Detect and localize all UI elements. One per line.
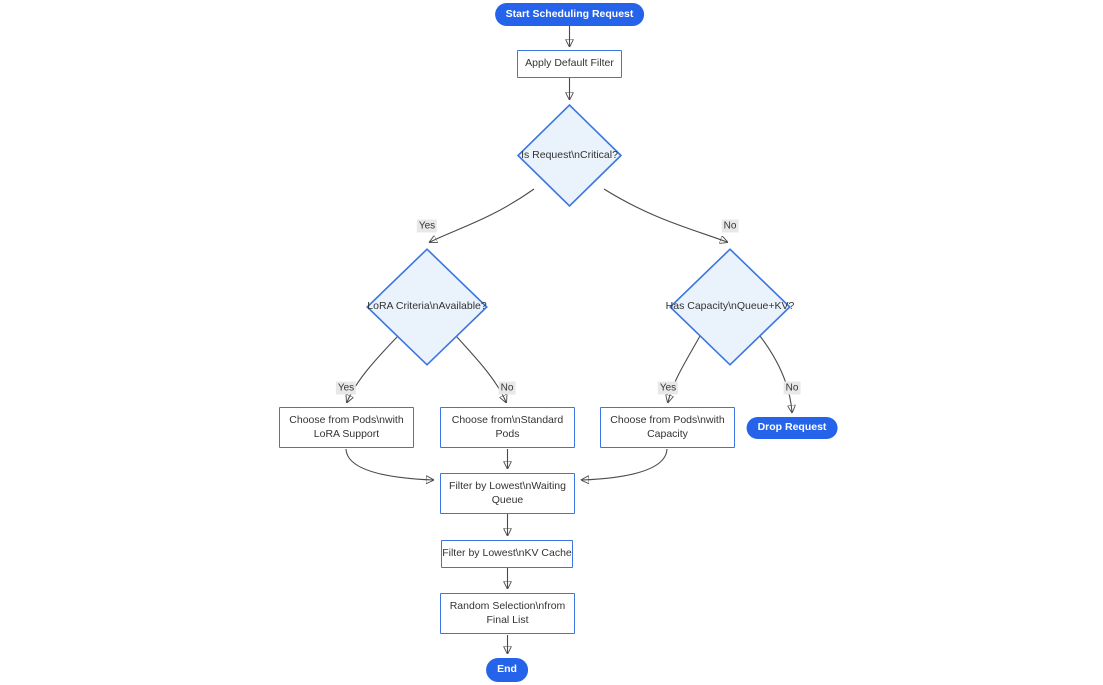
edge-critical-yes (430, 188, 535, 242)
edge-label-capacity-yes: Yes (657, 381, 679, 395)
node-drop-request: Drop Request (746, 417, 838, 439)
node-end-label: End (497, 663, 517, 676)
decision-is-request-critical-label: Is Request\nCritical? (521, 148, 618, 161)
node-choose-lora-pods: Choose from Pods\nwith LoRA Support (279, 407, 414, 448)
node-choose-lora-pods-label: Choose from Pods\nwith LoRA Support (289, 413, 404, 440)
edge-capacity-to-filter (582, 448, 668, 480)
edge-label-capacity-no: No (783, 381, 801, 395)
decision-has-capacity: Has Capacity\nQueue+KV? (666, 248, 794, 366)
edge-label-lora-no: No (498, 381, 516, 395)
edge-label-lora-yes: Yes (335, 381, 357, 395)
node-start: Start Scheduling Request (494, 3, 645, 26)
node-choose-capacity-pods-label: Choose from Pods\nwith Capacity (610, 413, 725, 440)
edge-critical-no (603, 188, 727, 242)
node-apply-default-filter-label: Apply Default Filter (525, 57, 614, 70)
edge-capacity-no (759, 335, 792, 412)
diamond-shape (669, 248, 791, 366)
node-drop-request-label: Drop Request (757, 421, 827, 434)
node-filter-waiting-queue: Filter by Lowest\nWaiting Queue (440, 473, 575, 514)
edge-lora-no (455, 335, 506, 402)
node-apply-default-filter: Apply Default Filter (517, 50, 622, 78)
decision-has-capacity-label: Has Capacity\nQueue+KV? (665, 300, 795, 313)
decision-lora-criteria-available: LoRA Criteria\nAvailable? (366, 248, 488, 366)
node-filter-kv-cache: Filter by Lowest\nKV Cache (441, 540, 573, 568)
decision-is-request-critical: Is Request\nCritical? (517, 104, 622, 207)
edge-capacity-yes (668, 335, 701, 402)
diamond-shape (366, 248, 488, 366)
node-filter-waiting-queue-label: Filter by Lowest\nWaiting Queue (449, 479, 566, 506)
node-start-label: Start Scheduling Request (505, 7, 634, 20)
decision-lora-criteria-available-label: LoRA Criteria\nAvailable? (367, 300, 487, 313)
edge-label-critical-yes: Yes (416, 219, 438, 233)
edge-lora-to-filter (345, 448, 433, 480)
edge-label-critical-no: No (721, 219, 739, 233)
node-choose-standard-pods: Choose from\nStandard Pods (440, 407, 575, 448)
node-random-selection: Random Selection\nfrom Final List (440, 593, 575, 634)
node-end: End (486, 658, 528, 682)
node-filter-kv-cache-label: Filter by Lowest\nKV Cache (442, 547, 572, 560)
diamond-shape (517, 104, 622, 207)
node-choose-capacity-pods: Choose from Pods\nwith Capacity (600, 407, 735, 448)
node-random-selection-label: Random Selection\nfrom Final List (449, 599, 566, 626)
edge-lora-yes (347, 335, 399, 402)
node-choose-standard-pods-label: Choose from\nStandard Pods (451, 413, 564, 440)
